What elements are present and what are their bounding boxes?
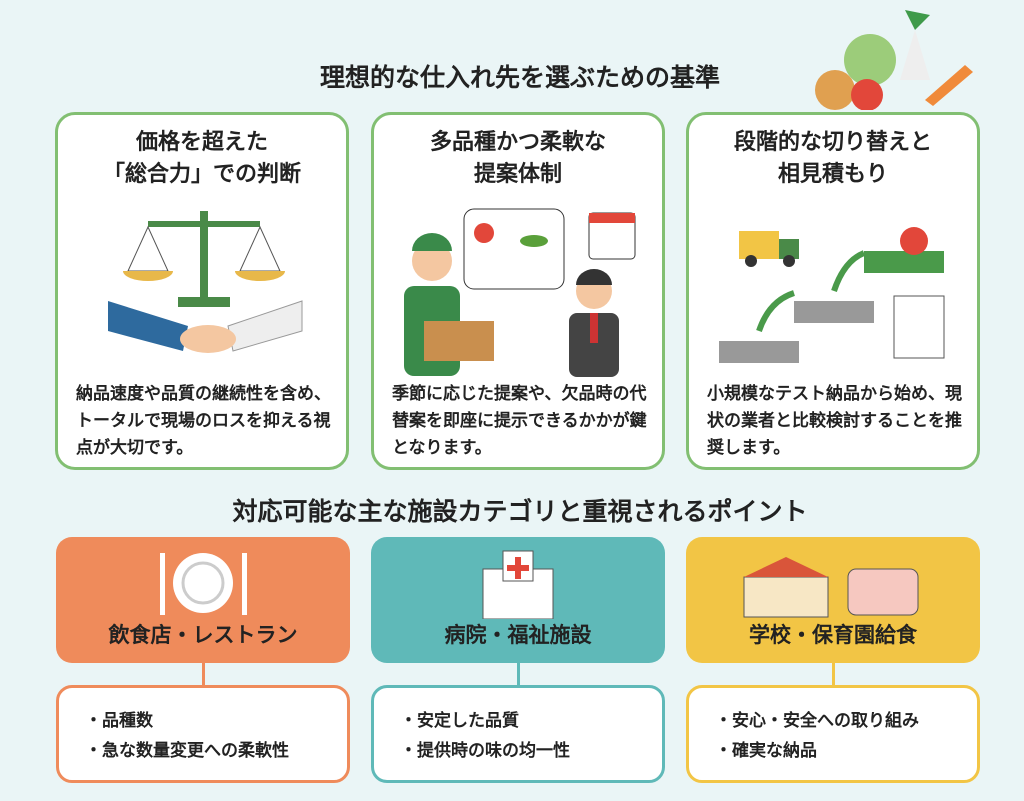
section-title: 対応可能な主な施設カテゴリと重視されるポイント	[232, 497, 808, 526]
card-title: 多品種かつ柔軟な	[429, 130, 606, 155]
category-label: 飲食店・レストラン	[108, 623, 298, 647]
connector-line	[832, 663, 835, 685]
category-restaurant: 飲食店・レストラン	[56, 537, 350, 663]
card-title: 段階的な切り替えと	[733, 130, 932, 155]
hospital-icon	[482, 550, 554, 619]
school-lunchbox-icon	[743, 557, 919, 618]
category-hospital: 病院・福祉施設	[371, 537, 665, 663]
staff-proposal-icon	[404, 208, 636, 377]
card-title: 価格を超えた	[135, 130, 268, 155]
card-description: 季節に応じた提案や、欠品時の代替案を即座に提示できるかかが鍵となります。	[392, 384, 647, 458]
card-description: 小規模なテスト納品から始め、現状の業者と比較検討することを推奨します。	[707, 384, 962, 458]
criterion-card-flexible-proposal: 多品種かつ柔軟な提案体制 季節に応じた提案や、欠品時の代替案を即座に提示できるか…	[371, 112, 665, 470]
point-item: ・安定した品質	[400, 711, 519, 731]
hospital-points: ・安定した品質 ・提供時の味の均一性	[371, 685, 665, 783]
scale-handshake-icon	[108, 211, 303, 353]
card-description: 納品速度や品質の継続性を含め、トータルで現場のロスを抑える視点が大切です。	[76, 384, 331, 458]
point-item: ・提供時の味の均一性	[400, 741, 570, 761]
category-label: 学校・保育園給食	[749, 623, 917, 647]
point-item: ・確実な納品	[715, 741, 817, 761]
point-item: ・品種数	[85, 711, 153, 731]
school-points: ・安心・安全への取り組み ・確実な納品	[686, 685, 980, 783]
step-up-truck-icon	[719, 227, 945, 363]
vegetables-illustration	[815, 10, 973, 110]
main-title: 理想的な仕入れ先を選ぶための基準	[319, 63, 720, 92]
point-item: ・安心・安全への取り組み	[715, 711, 919, 731]
restaurant-points: ・品種数 ・急な数量変更への柔軟性	[56, 685, 350, 783]
card-title: 相見積もり	[777, 162, 888, 187]
point-item: ・急な数量変更への柔軟性	[85, 741, 289, 761]
connector-line	[517, 663, 520, 685]
card-title: 「総合力」での判断	[102, 162, 301, 187]
plate-cutlery-icon	[160, 553, 247, 615]
connector-line	[202, 663, 205, 685]
card-title: 提案体制	[473, 162, 562, 187]
category-school: 学校・保育園給食	[686, 537, 980, 663]
category-label: 病院・福祉施設	[444, 623, 592, 647]
criterion-card-gradual-switch: 段階的な切り替えと相見積もり 小規模なテスト納品から始め、現状の業者と比較検討す…	[686, 112, 980, 470]
criterion-card-total-value: 価格を超えた「総合力」での判断 納品速度や品質の継続性を含め、トータルで現場のロ…	[55, 112, 349, 470]
